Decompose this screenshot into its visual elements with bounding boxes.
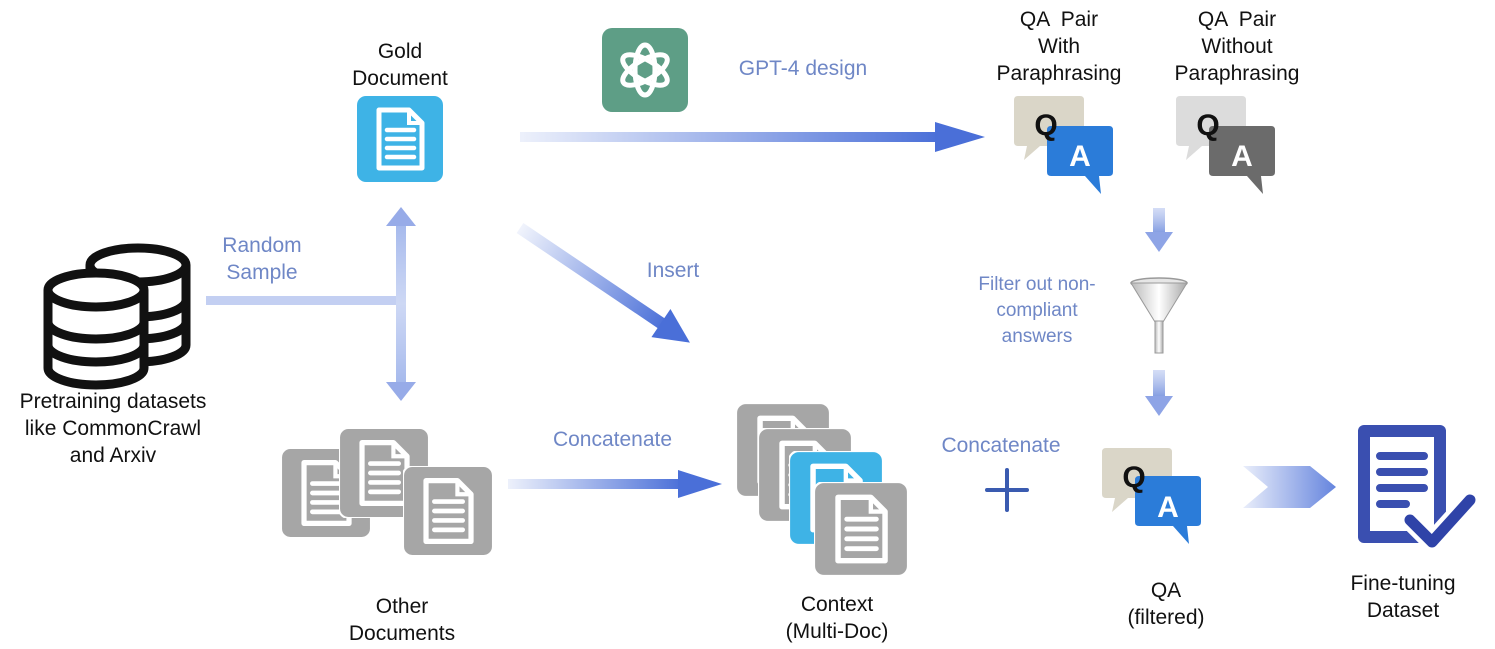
a-letter: A — [1231, 140, 1253, 173]
qa-bubble-icon: Q A — [1014, 96, 1113, 194]
arrow-concatenate-docs — [508, 470, 722, 498]
other-documents-label: Other Documents — [348, 595, 456, 645]
chevron-arrow-icon — [1243, 466, 1336, 508]
other-documents-icon — [281, 428, 493, 556]
arrow-down-from-filter — [1145, 370, 1173, 416]
q-letter: Q — [1122, 461, 1145, 494]
arrow-down-to-filter — [1145, 208, 1173, 252]
pretraining-datasets-label: Pretraining datasets like CommonCrawl an… — [19, 390, 207, 467]
gold-document-icon — [357, 96, 443, 182]
arrow-random-sample — [206, 207, 416, 401]
qa-with-paraphrasing-label: QA Pair With Paraphrasing — [996, 8, 1122, 85]
qa-filtered-label: QA (filtered) — [1127, 579, 1205, 629]
qa-without-paraphrasing-label: QA Pair Without Paraphrasing — [1174, 8, 1300, 85]
database-icon — [43, 243, 191, 390]
funnel-icon — [1130, 277, 1188, 354]
concatenate-docs-label: Concatenate — [552, 428, 673, 451]
qa-bubble-icon: Q A — [1176, 96, 1275, 194]
insert-label: Insert — [646, 259, 700, 282]
arrow-gold-to-qa — [520, 122, 985, 152]
q-letter: Q — [1034, 109, 1057, 142]
finetuning-dataset-label: Fine-tuning Dataset — [1350, 572, 1456, 622]
gold-document-label: Gold Document — [352, 40, 448, 90]
arrow-insert — [516, 223, 690, 343]
openai-logo-icon — [602, 28, 688, 112]
random-sample-label: Random Sample — [222, 234, 302, 284]
filter-label: Filter out non- compliant answers — [978, 274, 1096, 347]
dataset-checklist-icon — [1358, 425, 1480, 552]
a-letter: A — [1069, 140, 1091, 173]
a-letter: A — [1157, 491, 1179, 524]
context-documents-icon — [736, 403, 908, 576]
gpt4-design-label: GPT-4 design — [738, 57, 868, 80]
qa-bubble-icon: Q A — [1102, 448, 1201, 544]
concatenate-qa-label: Concatenate — [941, 434, 1061, 457]
q-letter: Q — [1196, 109, 1219, 142]
context-label: Context (Multi-Doc) — [785, 593, 889, 643]
plus-icon — [985, 468, 1029, 512]
